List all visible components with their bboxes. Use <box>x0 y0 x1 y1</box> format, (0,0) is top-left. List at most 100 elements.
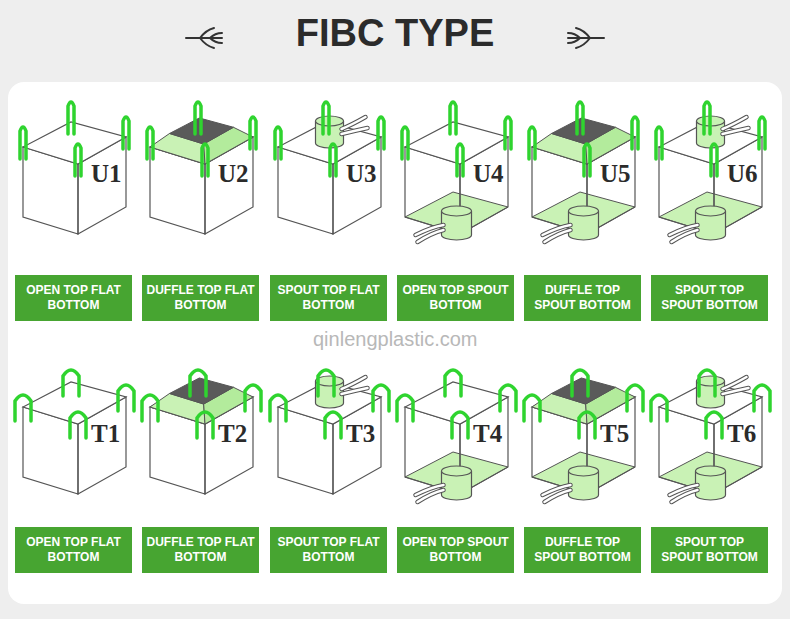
lifting-loop <box>197 412 213 438</box>
spout-tie <box>672 230 698 242</box>
type-name: OPEN TOP SPOUT BOTTOM <box>400 283 511 313</box>
lifting-loop <box>250 117 256 149</box>
bag <box>529 102 638 242</box>
lifting-loop <box>656 127 662 159</box>
bag <box>651 370 770 502</box>
spout-rim <box>696 206 726 216</box>
type-name: DUFFLE TOP FLAT BOTTOM <box>145 283 256 313</box>
lifting-loop <box>142 395 158 421</box>
bag <box>20 102 129 234</box>
lifting-loop <box>711 144 717 176</box>
type-code: U2 <box>218 160 249 188</box>
duffle-lid <box>170 378 234 404</box>
spout-tie <box>545 230 571 242</box>
lifting-loop <box>572 370 588 396</box>
type-name: OPEN TOP FLAT BOTTOM <box>18 535 129 565</box>
lifting-loop <box>275 127 281 159</box>
bag <box>397 370 516 502</box>
spout-tie <box>342 388 368 394</box>
bag-top <box>405 382 508 424</box>
type-name: DUFFLE TOP SPOUT BOTTOM <box>527 283 638 313</box>
lifting-loop <box>579 412 595 438</box>
lifting-loop <box>147 127 153 159</box>
lifting-loop <box>330 144 336 176</box>
lifting-loop <box>15 395 31 421</box>
lifting-loop <box>524 395 540 421</box>
spout-tie <box>723 388 749 394</box>
type-band: SPOUT TOP FLAT BOTTOM <box>270 275 387 321</box>
lifting-loop <box>123 117 129 149</box>
lifting-loop <box>373 385 389 411</box>
spout-rim <box>442 206 472 216</box>
lifting-loop <box>450 102 456 134</box>
lifting-loop <box>378 117 384 149</box>
lifting-loop <box>759 117 765 149</box>
lifting-loop <box>68 102 74 134</box>
lifting-loop <box>500 385 516 411</box>
type-band: SPOUT TOP SPOUT BOTTOM <box>651 275 768 321</box>
type-name: SPOUT TOP FLAT BOTTOM <box>273 535 384 565</box>
type-band: OPEN TOP SPOUT BOTTOM <box>397 527 514 573</box>
spout-tie <box>723 388 749 394</box>
spout-rim <box>696 466 726 476</box>
type-name: SPOUT TOP SPOUT BOTTOM <box>654 283 765 313</box>
bag-top <box>659 382 762 424</box>
spout-tie <box>342 128 368 134</box>
lifting-loop <box>202 144 208 176</box>
type-name: OPEN TOP FLAT BOTTOM <box>18 283 129 313</box>
lifting-loop <box>452 412 468 438</box>
lifting-loop <box>245 385 261 411</box>
bag <box>142 370 261 494</box>
spout-tie <box>672 230 698 242</box>
type-band: DUFFLE TOP SPOUT BOTTOM <box>524 275 641 321</box>
type-code: U1 <box>91 160 122 188</box>
watermark: qinlengplastic.com <box>313 328 478 351</box>
lifting-loop <box>318 370 334 396</box>
lifting-loop <box>190 370 206 396</box>
spout-tie <box>418 230 444 242</box>
type-band: SPOUT TOP FLAT BOTTOM <box>270 527 387 573</box>
type-name: OPEN TOP SPOUT BOTTOM <box>400 535 511 565</box>
type-code: U6 <box>727 160 758 188</box>
lifting-loop <box>706 412 722 438</box>
bag <box>275 102 384 234</box>
spout-tie <box>723 128 749 134</box>
lifting-loop <box>397 395 413 421</box>
lifting-loop <box>457 144 463 176</box>
type-band: SPOUT TOP SPOUT BOTTOM <box>651 527 768 573</box>
type-band: DUFFLE TOP SPOUT BOTTOM <box>524 527 641 573</box>
bag <box>524 370 643 502</box>
lifting-loop <box>402 127 408 159</box>
lifting-loop <box>445 370 461 396</box>
type-code: T2 <box>218 420 247 448</box>
lifting-loop <box>325 412 341 438</box>
lifting-loop <box>270 395 286 421</box>
type-band: OPEN TOP SPOUT BOTTOM <box>397 275 514 321</box>
spout-tie <box>342 128 368 134</box>
lifting-loop <box>505 117 511 149</box>
lifting-loop <box>577 102 583 134</box>
lifting-loop <box>118 385 134 411</box>
bag <box>15 370 134 494</box>
type-name: SPOUT TOP SPOUT BOTTOM <box>654 535 765 565</box>
type-name: SPOUT TOP FLAT BOTTOM <box>273 283 384 313</box>
type-code: T3 <box>346 420 375 448</box>
lifting-loop <box>584 144 590 176</box>
spout-tie <box>545 230 571 242</box>
lifting-loop <box>529 127 535 159</box>
lifting-loop <box>632 117 638 149</box>
lifting-loop <box>754 385 770 411</box>
bag <box>656 102 765 242</box>
type-code: T6 <box>727 420 756 448</box>
spout-tie <box>418 230 444 242</box>
spout-tie <box>672 490 698 502</box>
spout-rim <box>569 206 599 216</box>
lifting-loop <box>704 102 710 134</box>
type-name: DUFFLE TOP SPOUT BOTTOM <box>527 535 638 565</box>
lifting-loop <box>63 370 79 396</box>
bag-top <box>23 382 126 424</box>
spout-tie <box>342 388 368 394</box>
type-code: T4 <box>473 420 502 448</box>
lifting-loop <box>20 127 26 159</box>
spout-tie <box>418 490 444 502</box>
